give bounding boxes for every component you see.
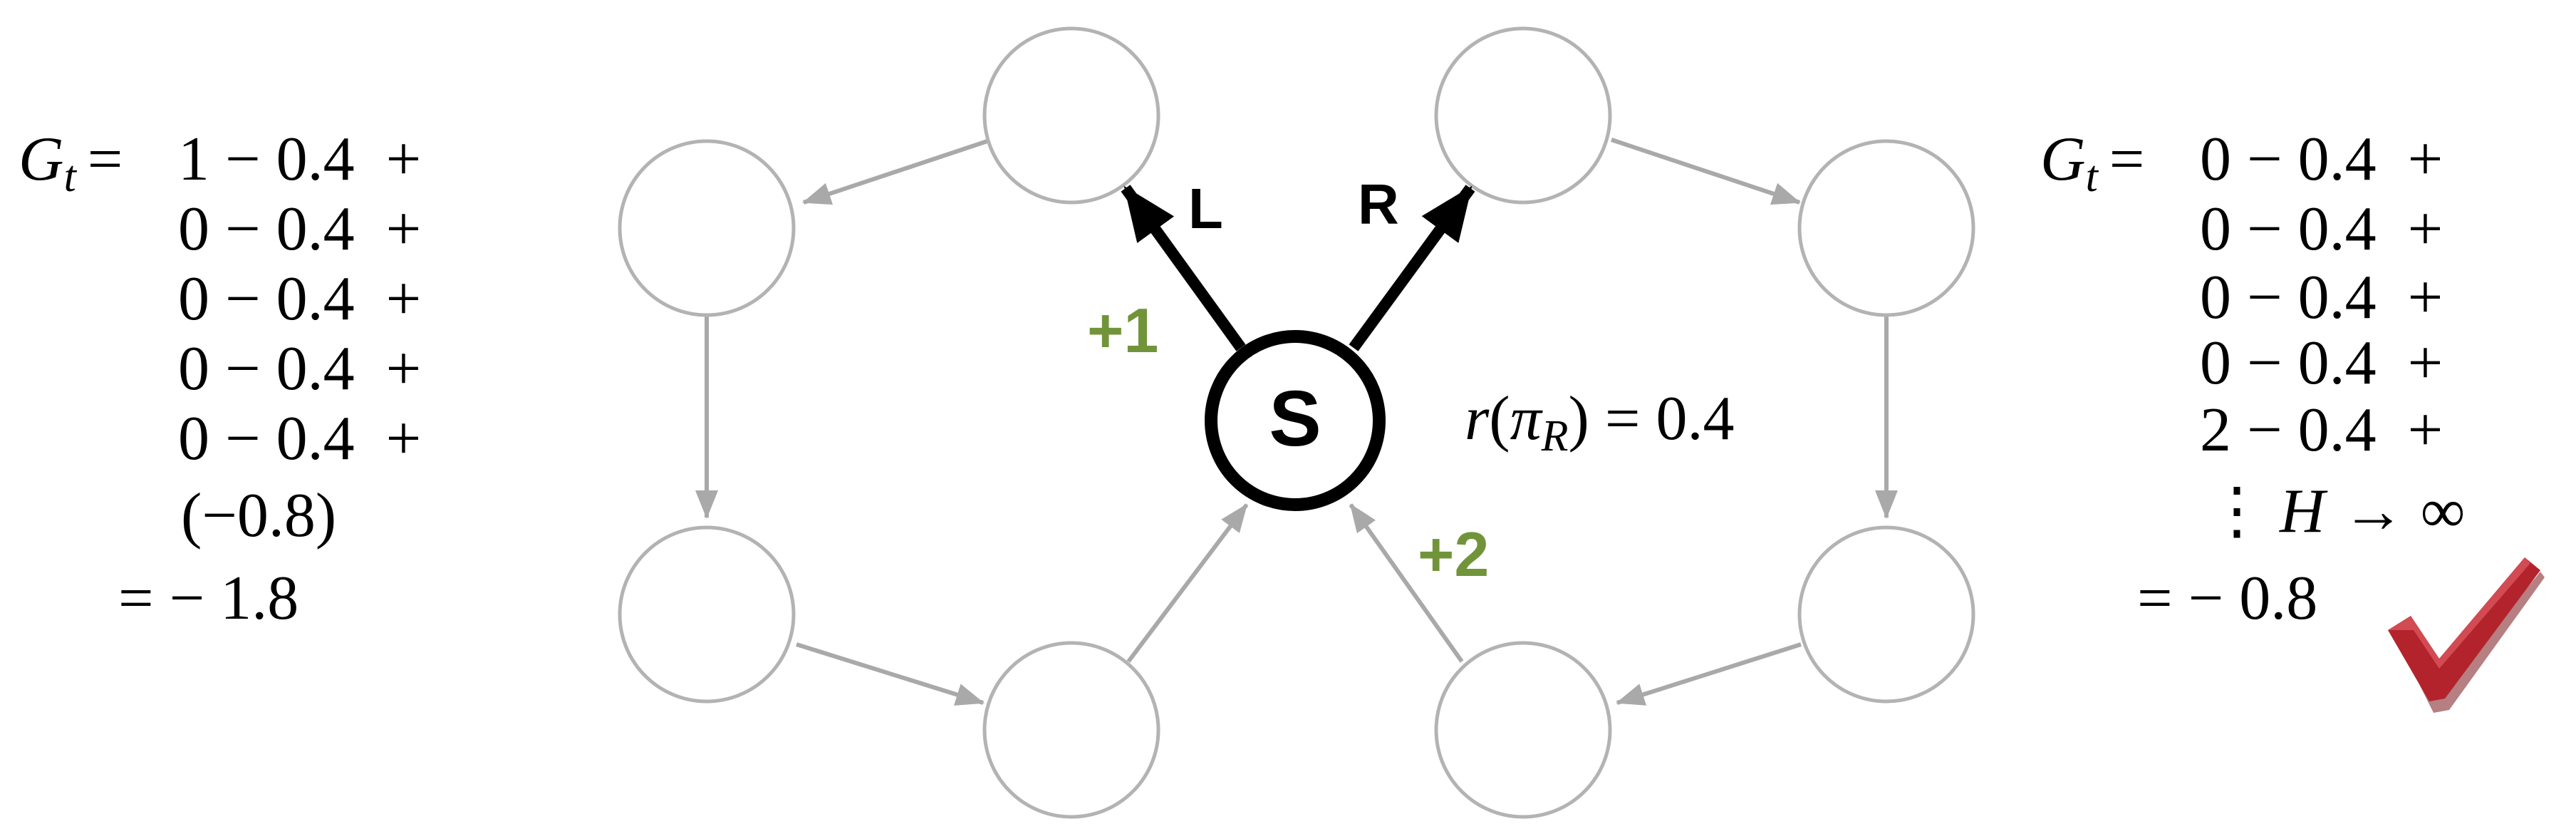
state-node <box>618 525 796 704</box>
state-node <box>1434 26 1612 205</box>
transition-arrow <box>1126 503 1249 663</box>
horizon-limit: H→ ∞ <box>2279 477 2465 546</box>
transition-arrow <box>802 138 992 205</box>
reward-left-label: +1 <box>1087 295 1158 366</box>
right-return-calculation: Gt= 0 − 0.4 + 0 − 0.4 + 0 − 0.4 + 0 − 0.… <box>2040 125 2465 633</box>
transition-arrow <box>1616 642 1802 706</box>
left-return-line: 0 − 0.4 + <box>178 195 421 264</box>
state-node <box>618 139 796 317</box>
transition-arrow <box>1611 138 1801 205</box>
right-return-line: 2 − 0.4 + <box>2200 396 2443 465</box>
action-right-label: R <box>1358 172 1399 236</box>
left-return-line: 1 − 0.4 + <box>178 125 421 194</box>
state-node <box>1797 525 1975 704</box>
left-return-calculation: Gt= 1 − 0.4 + 0 − 0.4 + 0 − 0.4 + 0 − 0.… <box>19 125 421 633</box>
state-node <box>1797 139 1975 317</box>
checkmark-icon <box>2388 557 2545 713</box>
action-left-arrow <box>1121 185 1246 351</box>
start-state-node <box>1205 330 1386 511</box>
left-return-result: = − 1.8 <box>118 564 298 633</box>
left-return-line: 0 − 0.4 + <box>178 264 421 334</box>
state-node <box>1434 641 1612 819</box>
left-return-tail: (−0.8) <box>181 481 336 550</box>
left-return-lhs: Gt= <box>19 125 123 201</box>
start-state-label: S <box>1269 375 1321 463</box>
action-right-arrow <box>1349 185 1475 351</box>
average-reward-equation: r(πR) = 0.4 <box>1465 384 1734 460</box>
state-node <box>982 26 1160 205</box>
right-return-line: 0 − 0.4 + <box>2200 263 2443 332</box>
left-return-line: 0 − 0.4 + <box>178 334 421 403</box>
vertical-dots: ⋮ <box>2206 477 2268 546</box>
right-return-line: 0 − 0.4 + <box>2200 125 2443 194</box>
reward-right-label: +2 <box>1418 519 1489 589</box>
right-return-lhs: Gt= <box>2040 125 2144 201</box>
transition-arrow <box>1349 503 1464 663</box>
right-return-line: 0 − 0.4 + <box>2200 195 2443 264</box>
transition-arrow <box>796 642 985 706</box>
right-return-result: = − 0.8 <box>2137 564 2317 633</box>
state-node <box>982 641 1160 819</box>
action-left-label: L <box>1188 177 1223 240</box>
right-return-line: 0 − 0.4 + <box>2200 329 2443 398</box>
left-return-line: 0 − 0.4 + <box>178 404 421 473</box>
